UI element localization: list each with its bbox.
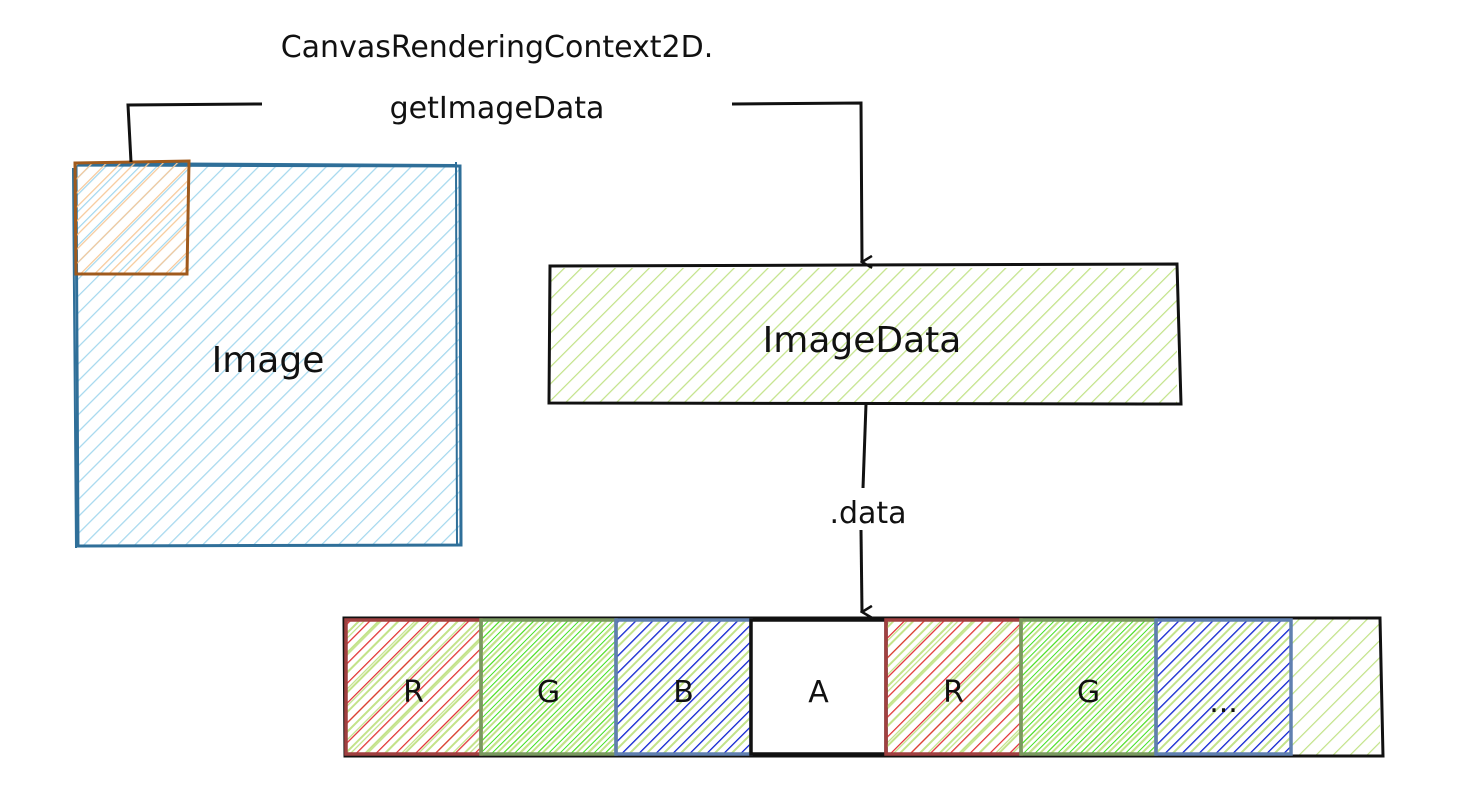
array-cell-green-1: G <box>479 618 618 756</box>
array-cell-label: G <box>537 675 560 710</box>
data-arrow-lower <box>859 529 862 612</box>
array-cell-label: R <box>403 675 424 710</box>
array-cell-blue-2: B <box>614 618 753 756</box>
array-cell-box <box>1019 618 1158 756</box>
data-arrow: .data <box>829 403 907 612</box>
method-label-line2: getImageData <box>390 91 605 126</box>
pixel-data-array: R G B A R G... <box>342 616 1385 758</box>
imagedata-box-fill <box>550 268 1177 404</box>
array-cell-blue-6: ... <box>1154 618 1293 756</box>
array-cell-red-0: R <box>344 618 483 756</box>
imagedata-box-border <box>547 262 1183 406</box>
get-image-data-arrow <box>126 101 862 262</box>
array-cell-box <box>614 618 753 756</box>
image-box-label: Image <box>212 340 325 381</box>
data-arrow-upper <box>861 403 868 489</box>
image-region-box <box>73 159 191 276</box>
array-cell-red-4: R <box>884 618 1023 756</box>
array-cell-label: ... <box>1209 685 1238 720</box>
imagedata-box: ImageData <box>547 262 1183 406</box>
data-edge-label: .data <box>829 496 906 531</box>
array-cell-label: B <box>673 675 694 710</box>
array-cell-box <box>1154 618 1293 756</box>
array-cell-green-5: G <box>1019 618 1158 756</box>
method-label-line1: CanvasRenderingContext2D. <box>281 30 714 65</box>
array-cell-label: A <box>808 675 829 710</box>
image-region-border <box>73 159 191 276</box>
array-cell-alpha-3: A <box>749 618 888 756</box>
arrow-right-segment <box>731 101 862 262</box>
array-cell-label: R <box>943 675 964 710</box>
image-box-border <box>74 163 463 548</box>
array-cell-label: G <box>1077 675 1100 710</box>
array-cell-box <box>884 618 1023 756</box>
image-region-fill <box>76 163 187 273</box>
arrow-left-segment <box>126 102 263 163</box>
imagedata-box-label: ImageData <box>763 320 962 361</box>
array-cell-box <box>749 618 888 756</box>
